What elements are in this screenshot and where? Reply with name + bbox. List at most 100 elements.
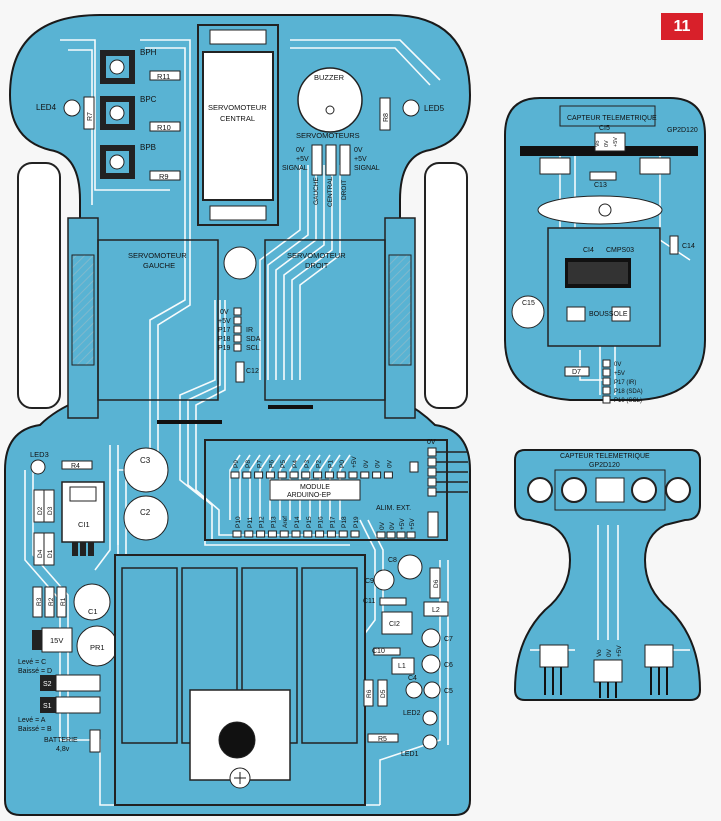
arduino-top-pin-pad [301,471,311,479]
led2-label: LED2 [403,710,421,717]
arduino-top-pin-pad [289,471,299,479]
sensor-headers [539,644,674,683]
c3-capacitor [123,447,169,493]
r5-label: R5 [378,736,387,743]
arduino-top-pin-label: P2 [316,460,323,468]
c10-capacitor [373,647,401,656]
c5-capacitor [423,681,441,699]
c3-label: C3 [140,456,151,465]
svg-text:P19: P19 [218,345,231,352]
arduino-bottom-pin-label: P16 [318,516,325,528]
arduino-bottom-pin-label: P13 [270,516,277,528]
module-label-1: MODULE [300,484,330,491]
led3 [30,459,46,475]
arduino-top-pin-label: P6 [268,460,275,468]
gp2d120-label: GP2D120 [667,127,698,134]
bpb-label: BPB [140,143,156,152]
r8-label: R8 [383,113,390,122]
r11-label: R11 [157,72,170,81]
arduino-top-pin-pad [383,471,393,479]
l2-inductor [423,601,449,617]
battery-connector [89,729,101,753]
svg-text:0V: 0V [296,147,305,154]
servo-pin-labels-right: 0V +5V SIGNAL [354,147,380,172]
arduino-bottom-pin-pad [256,530,266,538]
c14-label: C14 [682,243,695,250]
svg-text:0V: 0V [220,309,229,316]
alim-label: ALIM. EXT. [376,505,411,512]
bpc-label: BPC [140,95,157,104]
servo-droit [264,217,416,419]
servo-central-label-1: SERVOMOTEUR [208,103,267,112]
led5 [402,99,420,117]
arduino-top-pin-pad [313,471,323,479]
arduino-bottom-pin-pad [244,530,254,538]
zero-v-label: 0V [427,439,436,446]
arduino-top-pin-label: P4 [292,460,299,468]
c8-capacitor [397,554,423,580]
l2-label: L2 [432,607,440,614]
figure-number: 11 [673,17,691,35]
s1-label: S1 [43,703,52,710]
battery-label-1: BATTERIE [44,737,78,744]
arduino-top-pin-pad [230,471,240,479]
alim-pin-label: +5V [409,518,416,530]
arduino-top-pin-label: P1 [327,460,334,468]
r7-resistor [83,96,95,130]
c6-label: C6 [444,662,453,669]
buzzer-label: BUZZER [314,73,345,82]
c11-capacitor [379,597,407,606]
battery-label-2: 4,8v [56,746,70,753]
arduino-top-pin-label: 0V [363,459,370,468]
arduino-bottom-pin-pad [338,530,348,538]
ci1-regulator [61,481,105,556]
alim-pin-pad [376,531,386,539]
ci2-chip [381,611,413,635]
servo-droit-label-1: SERVOMOTEUR [287,251,346,260]
c6-capacitor [421,654,441,674]
c8-label: C8 [388,557,397,564]
compass-mini-pin-label: 0V [604,140,610,147]
arduino-bottom-pin-pad [303,530,313,538]
cmps03-module [547,227,661,347]
boussole-label: BOUSSOLE [589,311,628,318]
compass-pin-label: P19 (SCL) [614,398,642,404]
d4-label: D4 [37,549,44,558]
c7-capacitor [421,628,441,648]
r8-resistor [379,97,391,131]
sensor-title-2: GP2D120 [589,462,620,469]
servo-gauche [67,217,219,419]
svg-text:SCL: SCL [246,345,260,352]
arduino-top-pin-label: P7 [257,460,264,468]
arduino-top-pin-pad [324,471,334,479]
figure-number-badge: 11 [661,13,703,40]
svg-text:+5V: +5V [354,156,367,163]
servo-gauche-label-1: SERVOMOTEUR [128,251,187,260]
arduino-top-pin-pad [242,471,252,479]
svg-text:0V: 0V [354,147,363,154]
c7-label: C7 [444,636,453,643]
svg-text:+5V: +5V [218,318,231,325]
arduino-top-pin-pad [277,471,287,479]
d6-label: D6 [433,579,440,588]
s2-switch [40,674,101,692]
arduino-bottom-pin-label: P19 [353,516,360,528]
c4-label: C4 [408,675,417,682]
diodes-left [33,489,55,566]
c14-capacitor [669,235,679,255]
compass-pin-label: P17 (IR) [614,380,636,386]
c2-capacitor [123,495,169,541]
svg-text:SDA: SDA [246,336,261,343]
sensor-pin-label: Vo [596,649,603,657]
arduino-bottom-pin-pad [326,530,336,538]
svg-text:SIGNAL: SIGNAL [354,165,380,172]
r3-label: R3 [36,597,43,606]
r4-label: R4 [71,463,80,470]
resistors-left [32,586,67,618]
traces [24,39,449,806]
r6-resistor [363,679,374,707]
alim-pin-pad [396,531,406,539]
